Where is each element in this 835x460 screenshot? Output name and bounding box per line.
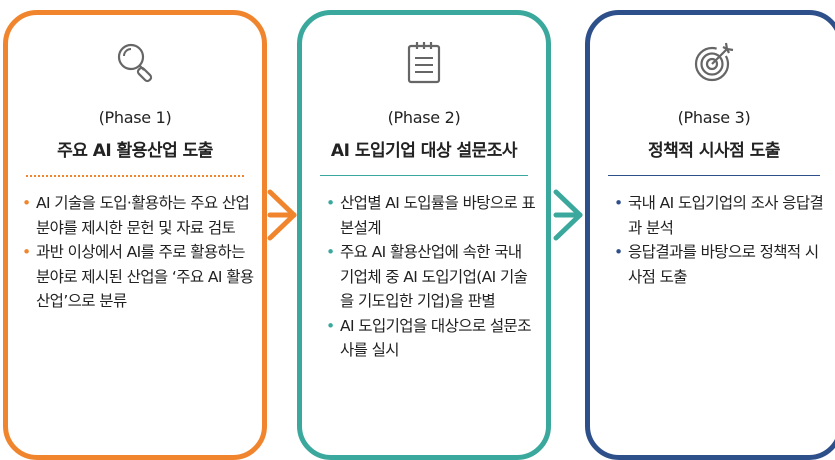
list-item-text: 응답결과를 바탕으로 정책적 시사점 도출 [628,243,819,286]
magnifier-icon [117,43,153,83]
phase-2-list: • 산업별 AI 도입률을 바탕으로 표본설계 • 주요 AI 활용산업에 속한 국… [326,191,538,363]
list-item-text: AI 기술을 도입·활용하는 주요 산업분야를 제시한 문헌 및 자료 검토 [36,194,250,237]
bullet-dot: • [22,243,31,261]
phase-3-card: (Phase 3) 정책적 시사점 도출 • 국내 AI 도입기업의 조사 응답결… [585,10,835,460]
phase-2-divider [320,175,528,176]
phase-3-list: • 국내 AI 도입기업의 조사 응답결과 분석 • 응답결과를 바탕으로 정책적 … [614,191,830,289]
phase-1-label: (Phase 1) [98,108,172,127]
list-item: • AI 도입기업을 대상으로 설문조사를 실시 [326,314,538,363]
phase-2-card: (Phase 2) AI 도입기업 대상 설문조사 • 산업별 AI 도입률을 바… [297,10,551,460]
list-item-text: 과반 이상에서 AI를 주로 활용하는 분야로 제시된 산업을 ‘주요 AI 활… [36,243,254,310]
phase-1-card: (Phase 1) 주요 AI 활용산업 도출 • AI 기술을 도입·활용하는 … [3,10,267,460]
phase-1-title: 주요 AI 활용산업 도출 [57,141,213,161]
target-icon [694,42,734,82]
list-item: • 과반 이상에서 AI를 주로 활용하는 분야로 제시된 산업을 ‘주요 AI … [22,240,254,314]
bullet-dot: • [614,194,623,212]
list-item: • 주요 AI 활용산업에 속한 국내 기업체 중 AI 도입기업(AI 기술을 … [326,240,538,314]
bullet-dot: • [326,194,335,212]
phase-2-label: (Phase 2) [387,108,461,127]
list-item-text: 주요 AI 활용산업에 속한 국내 기업체 중 AI 도입기업(AI 기술을 기… [340,243,528,310]
phase-3-label: (Phase 3) [677,108,751,127]
phase-2-title: AI 도입기업 대상 설문조사 [330,141,518,161]
phase-1-list: •AI 기술을 도입·활용하는 주요 산업분야를 제시한 문헌 및 자료 검토 … [22,191,254,314]
bullet-dot: • [614,243,623,261]
clipboard-icon [407,42,441,84]
bullet-dot: • [326,243,335,261]
arrow-right-icon [267,189,297,241]
arrow-right-icon [553,189,583,241]
phase-3-title: 정책적 시사점 도출 [648,141,780,161]
list-item-text: 산업별 AI 도입률을 바탕으로 표본설계 [340,194,536,237]
phase-1-divider [26,175,244,177]
list-item: • 응답결과를 바탕으로 정책적 시사점 도출 [614,240,830,289]
bullet-dot: • [22,194,31,212]
list-item: • AI 기술을 도입·활용하는 주요 산업분야를 제시한 문헌 및 자료 검토 [22,191,254,240]
list-item: • 국내 AI 도입기업의 조사 응답결과 분석 [614,191,830,240]
bullet-dot: • [326,316,335,335]
list-item-text: AI 도입기업을 대상으로 설문조사를 실시 [340,316,531,360]
phase-3-divider [608,175,820,176]
list-item-text: 국내 AI 도입기업의 조사 응답결과 분석 [628,194,824,237]
list-item: • 산업별 AI 도입률을 바탕으로 표본설계 [326,191,538,240]
